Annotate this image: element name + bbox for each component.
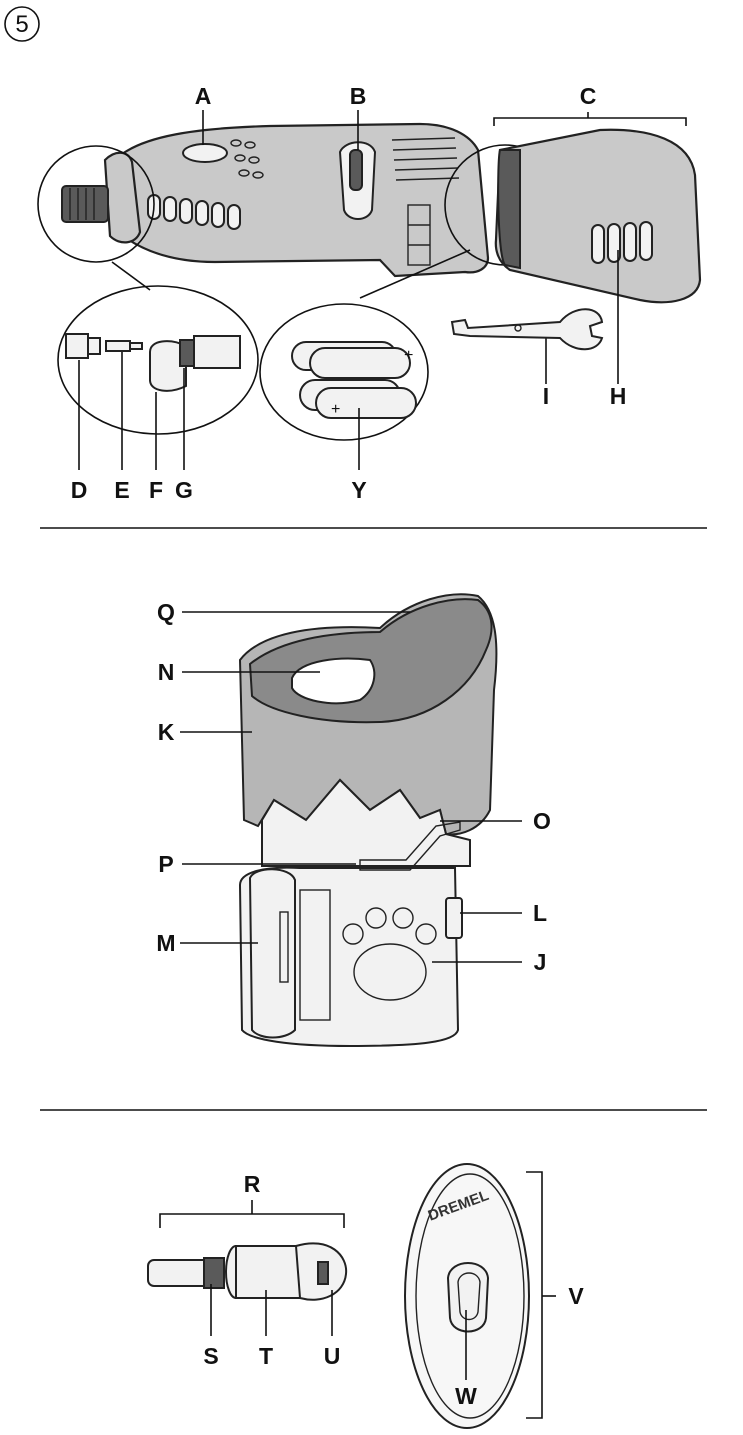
figure-number: 5 <box>4 6 40 42</box>
battery-plus-sign: + <box>404 347 413 364</box>
battery-cap-illustration <box>494 128 702 304</box>
label-w: W <box>455 1383 477 1409</box>
label-e: E <box>114 477 129 503</box>
front-magnifier-circle <box>37 145 155 263</box>
disc-inner-rim <box>415 1173 525 1419</box>
paw-logo-icon <box>342 907 437 1001</box>
tool-collet-nut <box>61 185 109 223</box>
label-a: A <box>195 83 212 109</box>
adjust-slot <box>359 821 461 871</box>
label-p: P <box>158 851 173 877</box>
collet-nut-d <box>65 333 89 359</box>
rotary-tool-illustration <box>37 122 566 278</box>
label-j: J <box>534 949 547 975</box>
collet-lock-shaft-g <box>179 339 195 367</box>
tool-nose <box>103 151 142 244</box>
cutting-disc-illustration: DREMEL <box>404 1163 530 1429</box>
label-t: T <box>259 1343 273 1369</box>
label-n: N <box>158 659 175 685</box>
label-f: F <box>149 477 163 503</box>
label-h: H <box>610 383 627 409</box>
label-b: B <box>350 83 367 109</box>
label-k: K <box>158 719 175 745</box>
label-u: U <box>324 1343 341 1369</box>
spindle-lock-button <box>182 143 228 163</box>
switch-slider <box>349 149 363 191</box>
label-g: G <box>175 477 193 503</box>
battery-2 <box>309 347 411 379</box>
sanding-mandrel-illustration <box>147 1242 348 1301</box>
label-q: Q <box>157 599 175 625</box>
battery-plus-sign-lower: + <box>331 401 340 418</box>
wrench-i <box>450 308 604 351</box>
label-r: R <box>244 1171 261 1197</box>
figure-number-text: 5 <box>15 11 28 38</box>
nail-guard-illustration <box>238 593 498 1048</box>
mandrel-band-s <box>203 1257 225 1289</box>
label-v: V <box>568 1283 584 1309</box>
opening-n <box>291 657 376 705</box>
label-o: O <box>533 808 551 834</box>
label-y: Y <box>351 477 366 503</box>
label-i: I <box>543 383 549 409</box>
bracket-r <box>159 1213 345 1228</box>
housing-cap-f <box>149 340 187 392</box>
battery-4 <box>315 387 417 419</box>
tab-l <box>445 897 463 939</box>
batteries-detail-circle: + + <box>259 303 429 441</box>
tool-grip-slots <box>147 194 241 230</box>
label-m: M <box>156 930 175 956</box>
bracket-v <box>526 1171 543 1419</box>
label-s: S <box>203 1343 218 1369</box>
guard-window <box>261 778 471 867</box>
label-c: C <box>580 83 597 109</box>
collet-detail-circle <box>57 285 259 435</box>
sanding-band-t <box>235 1245 308 1299</box>
bracket-c <box>493 117 687 126</box>
collet-e <box>105 340 131 352</box>
label-d: D <box>71 477 88 503</box>
battery-cap-grip-slots <box>591 221 653 264</box>
label-l: L <box>533 900 547 926</box>
